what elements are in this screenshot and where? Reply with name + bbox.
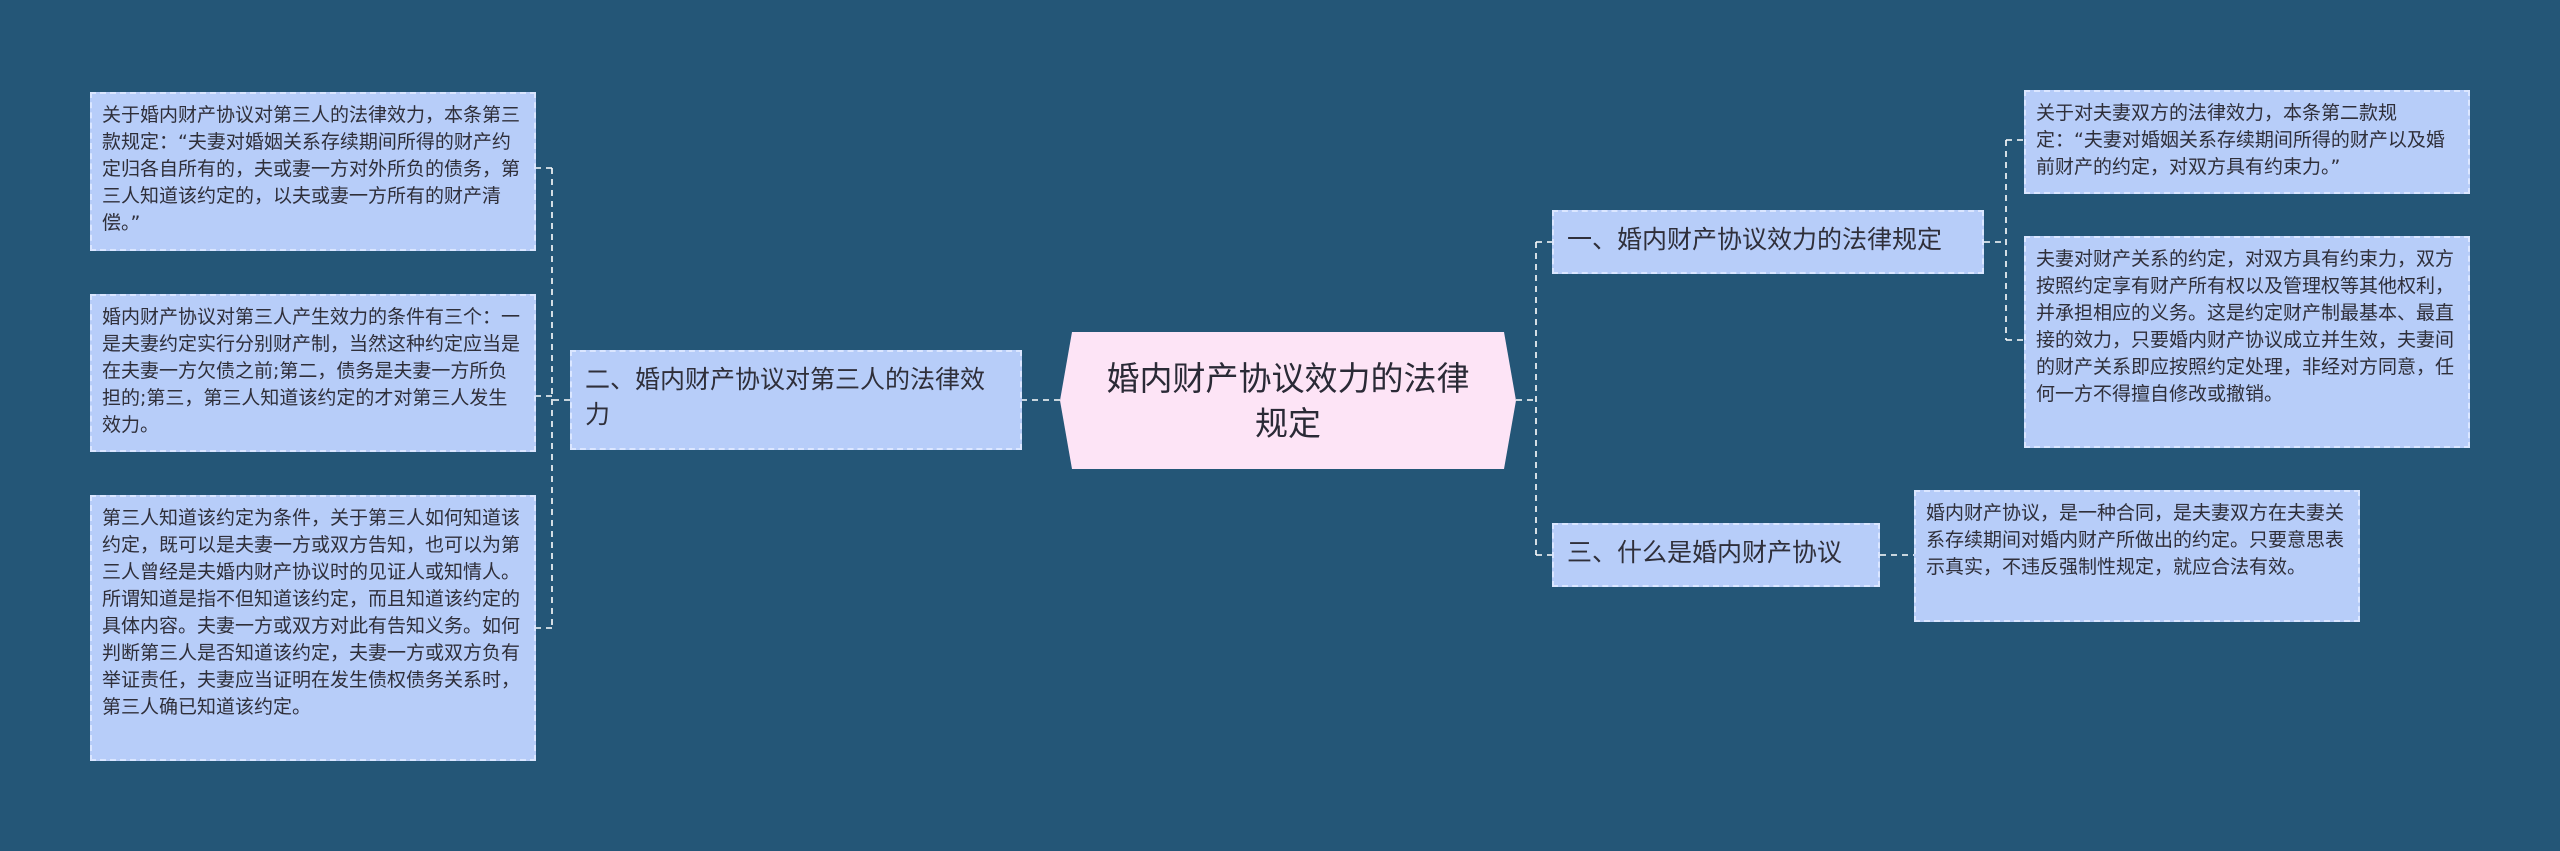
- leaf-third-party-article[interactable]: 关于婚内财产协议对第三人的法律效力，本条第三款规定：“夫妻对婚姻关系存续期间所得…: [90, 92, 536, 251]
- root-topic[interactable]: 婚内财产协议效力的法律规定: [1060, 332, 1516, 469]
- branch-label: 二、婚内财产协议对第三人的法律效力: [585, 365, 986, 429]
- leaf-text: 关于婚内财产协议对第三人的法律效力，本条第三款规定：“夫妻对婚姻关系存续期间所得…: [102, 104, 521, 234]
- connector-root-right: [1516, 241, 1552, 556]
- root-title: 婚内财产协议效力的法律规定: [1106, 358, 1470, 443]
- leaf-third-party-knowledge[interactable]: 第三人知道该约定为条件，关于第三人如何知道该约定，既可以是夫妻一方或双方告知，也…: [90, 495, 536, 761]
- leaf-spouses-effect[interactable]: 关于对夫妻双方的法律效力，本条第二款规定：“夫妻对婚姻关系存续期间所得的财产以及…: [2024, 90, 2470, 194]
- leaf-third-party-conditions[interactable]: 婚内财产协议对第三人产生效力的条件有三个：一是夫妻约定实行分别财产制，当然这种约…: [90, 294, 536, 452]
- branch-legal-provisions[interactable]: 一、婚内财产协议效力的法律规定: [1552, 210, 1984, 274]
- branch-definition[interactable]: 三、什么是婚内财产协议: [1552, 523, 1880, 587]
- leaf-binding-force[interactable]: 夫妻对财产关系的约定，对双方具有约束力，双方按照约定享有财产所有权以及管理权等其…: [2024, 236, 2470, 448]
- leaf-text: 关于对夫妻双方的法律效力，本条第二款规定：“夫妻对婚姻关系存续期间所得的财产以及…: [2036, 102, 2445, 178]
- leaf-text: 夫妻对财产关系的约定，对双方具有约束力，双方按照约定享有财产所有权以及管理权等其…: [2036, 248, 2455, 405]
- leaf-text: 婚内财产协议对第三人产生效力的条件有三个：一是夫妻约定实行分别财产制，当然这种约…: [102, 306, 521, 436]
- leaf-text: 婚内财产协议，是一种合同，是夫妻双方在夫妻关系存续期间对婚内财产所做出的约定。只…: [1926, 502, 2345, 578]
- branch-label: 一、婚内财产协议效力的法律规定: [1567, 225, 1943, 254]
- leaf-definition[interactable]: 婚内财产协议，是一种合同，是夫妻双方在夫妻关系存续期间对婚内财产所做出的约定。只…: [1914, 490, 2360, 622]
- connector-right-branch-1: [1984, 139, 2024, 341]
- branch-label: 三、什么是婚内财产协议: [1567, 538, 1843, 567]
- leaf-text: 第三人知道该约定为条件，关于第三人如何知道该约定，既可以是夫妻一方或双方告知，也…: [102, 507, 521, 718]
- branch-effect-on-third-party[interactable]: 二、婚内财产协议对第三人的法律效力: [570, 350, 1022, 450]
- connector-left-branch: [536, 167, 570, 629]
